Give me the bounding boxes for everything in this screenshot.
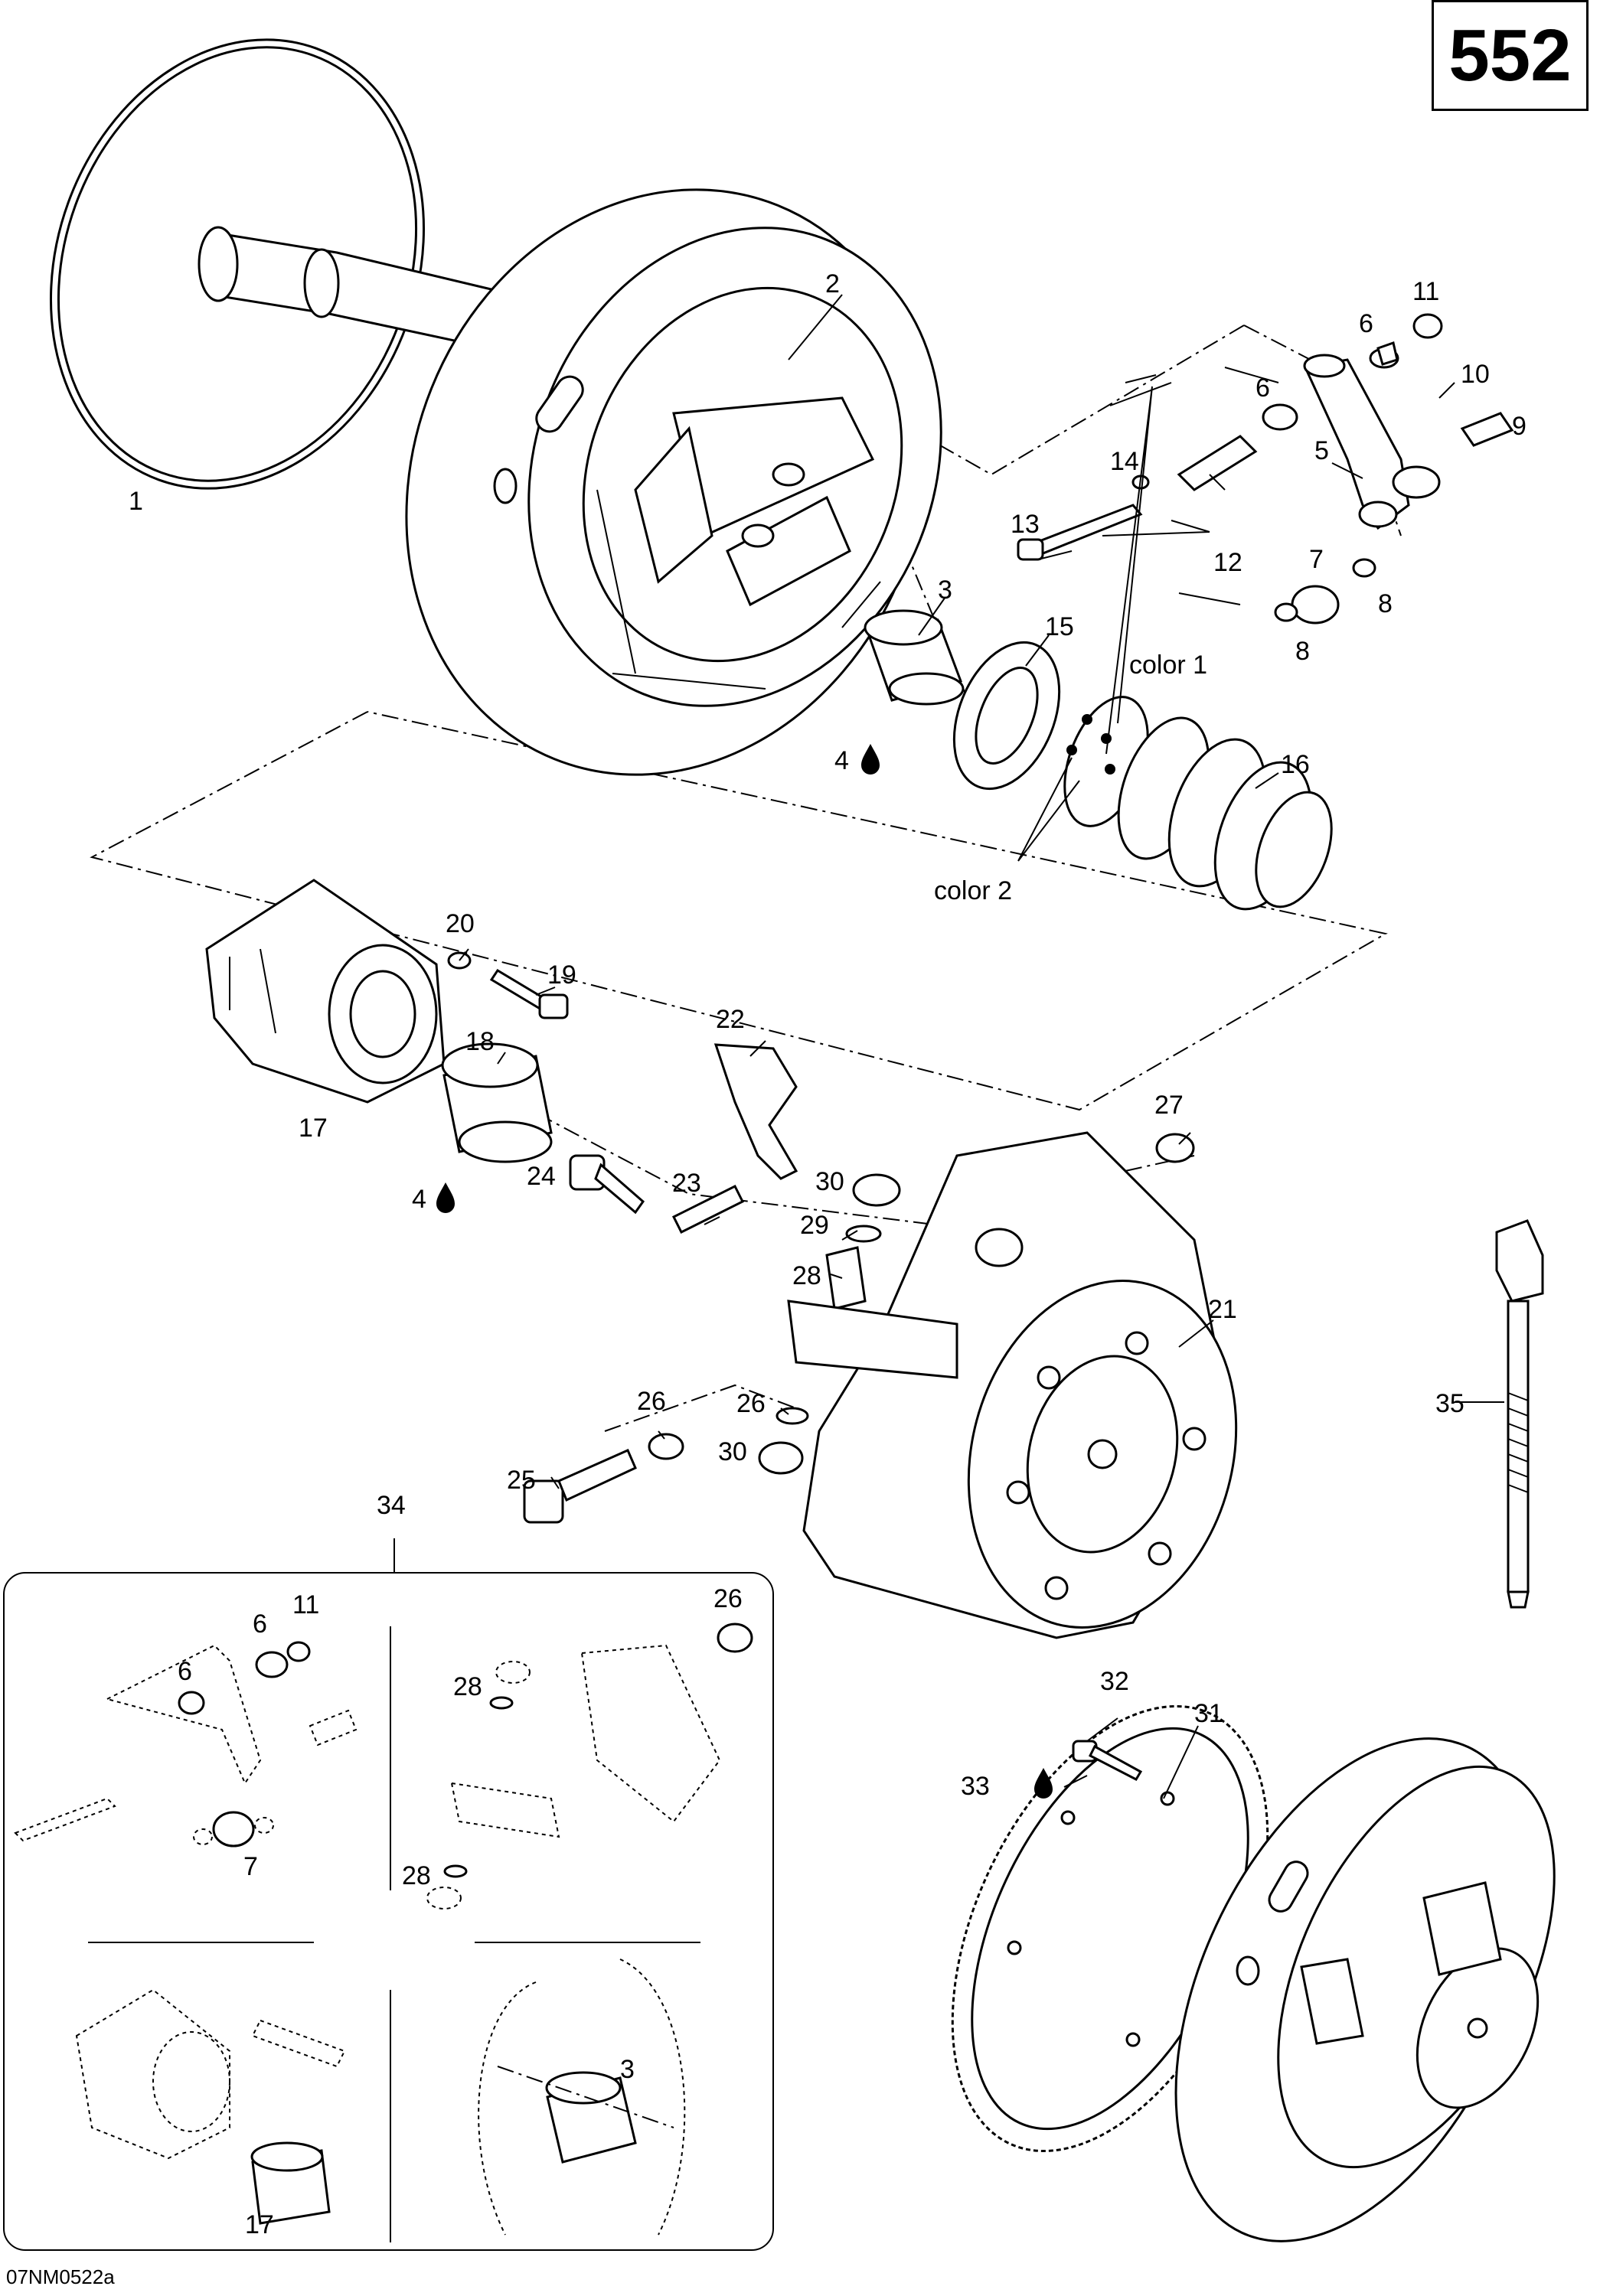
callout-3: 3 (938, 576, 952, 605)
screw-part-24 (569, 1154, 645, 1215)
callout-35: 35 (1435, 1389, 1464, 1418)
pin-part-23 (671, 1184, 745, 1234)
callout-33: 33 (961, 1772, 990, 1801)
callout-color-2: color 2 (934, 876, 1012, 905)
washer-parts-26-27 (648, 1133, 1195, 1460)
lubricant-drop-icon (1034, 1768, 1053, 1799)
inset-spring-detail (426, 1623, 753, 1910)
callout-34: 34 (377, 1491, 406, 1520)
bushing-part-18 (441, 1042, 553, 1163)
inset-callout-6: 6 (253, 1609, 267, 1639)
callout-1: 1 (129, 487, 143, 516)
lever-assembly-parts-5-14 (1017, 313, 1514, 625)
callout-9: 9 (1512, 412, 1527, 441)
callout-12: 12 (1213, 548, 1242, 577)
movable-sheave-part-2 (405, 188, 942, 776)
arm-part-22 (713, 1043, 798, 1180)
inset-cam-detail (75, 1988, 346, 2225)
callout-11: 11 (1412, 277, 1439, 306)
fixed-sheave-part-1 (49, 38, 510, 490)
callout-30: 30 (815, 1167, 844, 1196)
callout-7: 7 (1309, 545, 1324, 574)
spring-part-16 (1063, 696, 1333, 911)
callout-2: 2 (825, 269, 840, 298)
cam-part-17 (205, 879, 446, 1104)
inset-bushing-detail (478, 1958, 686, 2236)
callout-8: 8 (1295, 637, 1310, 666)
callout-26: 26 (637, 1387, 666, 1416)
spring-parts-28-30 (758, 1173, 901, 1475)
callout-6: 6 (1256, 373, 1270, 403)
callout-17: 17 (299, 1114, 328, 1143)
callout-21: 21 (1208, 1295, 1237, 1324)
callout-labels: 1 2 3 4 4 5 6 6 7 8 8 9 10 11 12 13 14 1… (129, 269, 1527, 2239)
inset-callout-7: 7 (243, 1852, 258, 1881)
screw-washer-parts-19-20 (447, 951, 569, 1019)
leader-lines (393, 294, 1504, 1799)
callout-19: 19 (547, 960, 576, 990)
callout-14: 14 (1110, 447, 1139, 476)
page-number-box: 552 (1432, 0, 1589, 111)
callout-6: 6 (1359, 309, 1373, 338)
screw-part-25 (523, 1449, 637, 1524)
housing-part-21 (787, 1131, 1238, 1639)
callout-26: 26 (736, 1389, 766, 1418)
page-number: 552 (1448, 14, 1572, 96)
inset-callout-26: 26 (713, 1584, 743, 1613)
callout-13: 13 (1011, 510, 1040, 539)
bushing-part-3 (864, 609, 965, 706)
callout-30: 30 (718, 1437, 747, 1466)
drawing-code: 07NM0522a (6, 2265, 115, 2288)
callout-20: 20 (446, 909, 475, 938)
callout-31: 31 (1194, 1699, 1223, 1728)
lubricant-drop-icon (436, 1182, 455, 1213)
inset-callout-11: 11 (292, 1590, 319, 1619)
callout-8: 8 (1378, 589, 1393, 618)
washer-part-15 (952, 641, 1061, 791)
callout-color-1: color 1 (1129, 651, 1207, 680)
callout-27: 27 (1154, 1091, 1184, 1120)
inset-callout-28: 28 (402, 1861, 431, 1890)
screw-part-32 (1072, 1740, 1143, 1781)
inset-callout-6: 6 (178, 1657, 192, 1686)
callout-29: 29 (800, 1211, 829, 1240)
callout-32: 32 (1100, 1667, 1129, 1696)
inset-callout-28: 28 (453, 1672, 482, 1701)
callout-23: 23 (672, 1169, 701, 1198)
callout-16: 16 (1281, 750, 1310, 779)
callout-24: 24 (527, 1162, 556, 1191)
callout-22: 22 (716, 1005, 745, 1034)
puller-tool-part-35 (1495, 1219, 1544, 1609)
callout-25: 25 (507, 1466, 536, 1495)
inset-lever-detail (14, 1641, 358, 1848)
inset-callout-3: 3 (620, 2055, 635, 2084)
callout-15: 15 (1045, 612, 1074, 641)
inset-callout-17: 17 (245, 2210, 274, 2239)
callout-10: 10 (1461, 360, 1490, 389)
callout-4: 4 (412, 1185, 426, 1214)
callout-5: 5 (1314, 436, 1329, 465)
callout-28: 28 (792, 1261, 821, 1290)
callout-4: 4 (834, 746, 849, 775)
lubricant-drop-icon (861, 744, 880, 775)
drive-pulley-assembly (1174, 1737, 1556, 2242)
callout-18: 18 (465, 1027, 495, 1056)
inset-panel-34 (3, 1572, 774, 2251)
